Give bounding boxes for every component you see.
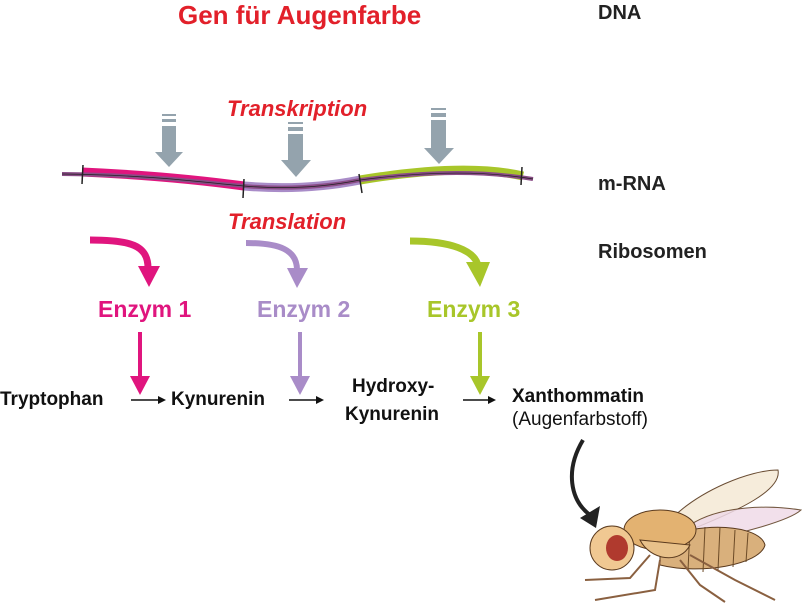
fruit-fly-illustration [584, 469, 803, 603]
molecule-kynurenin: Kynurenin [171, 389, 265, 410]
label-mrna: m-RNA [598, 173, 666, 195]
ribosome-arrow-1 [89, 236, 160, 287]
arrow-to-fly [569, 438, 600, 528]
label-ribosomes: Ribosomen [598, 241, 707, 263]
molecule-xanthommatin: Xanthommatin [512, 386, 644, 407]
transcription-arrow-2 [281, 122, 311, 177]
molecule-hydroxy-line2: Kynurenin [345, 404, 439, 425]
molecule-hydroxy-line1: Hydroxy- [352, 376, 435, 397]
transcription-arrow-1 [155, 114, 183, 167]
enzyme-1-arrow [130, 332, 150, 395]
enzyme-2-label: Enzym 2 [257, 296, 351, 322]
enzyme-2-arrow [290, 332, 310, 395]
label-translation: Translation [228, 209, 347, 234]
enzyme-1-label: Enzym 1 [98, 296, 192, 322]
molecule-tryptophan: Tryptophan [0, 389, 104, 410]
ribosome-arrow-3 [409, 237, 490, 287]
mrna-strand [61, 164, 534, 199]
ribosome-arrow-2 [245, 240, 308, 288]
enzyme-3-arrow [470, 332, 490, 395]
label-dna: DNA [598, 2, 642, 24]
enzyme-3-label: Enzym 3 [427, 296, 521, 322]
gene-title: Gen für Augenfarbe [178, 0, 422, 30]
label-transcription: Transkription [227, 96, 368, 121]
molecule-xanthommatin-note: (Augenfarbstoff) [512, 409, 648, 430]
transcription-arrow-3 [424, 108, 454, 164]
reaction-arrows [131, 396, 496, 404]
